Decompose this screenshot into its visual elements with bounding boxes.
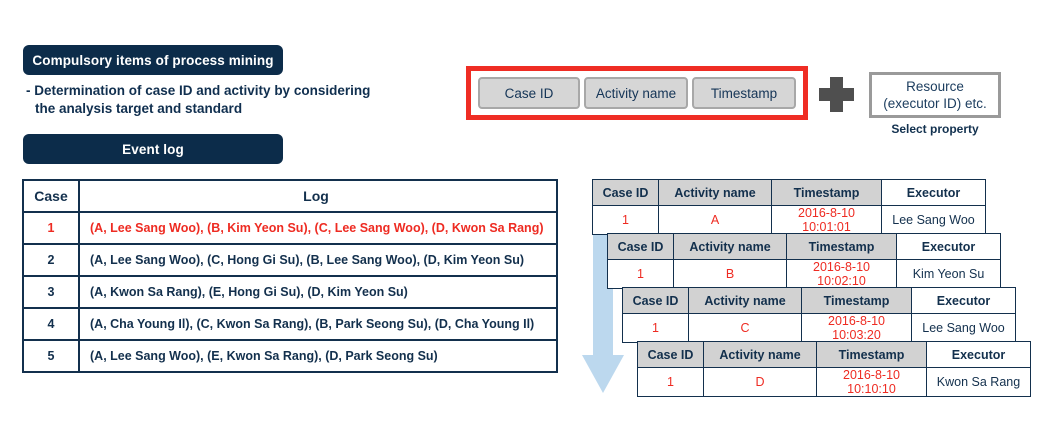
event-log-table: Case Log 1 (A, Lee Sang Woo), (B, Kim Ye…: [22, 179, 558, 373]
header-executor: Executor: [896, 233, 1001, 260]
header-timestamp: Timestamp: [771, 179, 882, 206]
table-row[interactable]: 1 D 2016-8-10 10:10:10 Kwon Sa Rang: [637, 367, 1031, 397]
event-log-header-row: Case Log: [22, 179, 558, 213]
flow-down-arrow-icon: [582, 218, 624, 393]
table-row[interactable]: 1 B 2016-8-10 10:02:10 Kim Yeon Su: [607, 259, 1001, 289]
cell-case-id: 1: [622, 313, 689, 343]
table-row[interactable]: 3 (A, Kwon Sa Rang), (E, Hong Gi Su), (D…: [22, 275, 558, 309]
chip-activity-name-label: Activity name: [595, 85, 677, 101]
event-record-header-row: Case ID Activity name Timestamp Executor: [607, 233, 1001, 260]
table-row[interactable]: 5 (A, Lee Sang Woo), (E, Kwon Sa Rang), …: [22, 339, 558, 373]
header-timestamp: Timestamp: [801, 287, 912, 314]
table-row[interactable]: 2 (A, Lee Sang Woo), (C, Hong Gi Su), (B…: [22, 243, 558, 277]
header-case-id: Case ID: [592, 179, 659, 206]
header-timestamp: Timestamp: [816, 341, 927, 368]
cell-executor: Kwon Sa Rang: [926, 367, 1031, 397]
banner-event-log: Event log: [23, 134, 283, 164]
event-record-table-1: Case ID Activity name Timestamp Executor…: [592, 179, 986, 235]
chip-timestamp[interactable]: Timestamp: [692, 77, 796, 109]
plus-icon-vertical-bar: [830, 77, 843, 112]
header-activity: Activity name: [703, 341, 817, 368]
resource-box-line-1: Resource: [906, 79, 964, 94]
cell-executor: Lee Sang Woo: [911, 313, 1016, 343]
event-log-case-cell: 3: [22, 275, 80, 309]
event-log-case-cell: 5: [22, 339, 80, 373]
event-log-case-cell: 2: [22, 243, 80, 277]
cell-activity: A: [658, 205, 772, 235]
header-case-id: Case ID: [637, 341, 704, 368]
event-log-case-cell: 1: [22, 211, 80, 245]
chip-activity-name[interactable]: Activity name: [584, 77, 688, 109]
header-activity: Activity name: [658, 179, 772, 206]
event-log-header-case: Case: [22, 179, 80, 213]
table-row[interactable]: 1 (A, Lee Sang Woo), (B, Kim Yeon Su), (…: [22, 211, 558, 245]
header-case-id: Case ID: [607, 233, 674, 260]
cell-activity: D: [703, 367, 817, 397]
header-activity: Activity name: [688, 287, 802, 314]
bullet-line-1: - Determination of case ID and activity …: [26, 83, 371, 98]
table-row[interactable]: 1 A 2016-8-10 10:01:01 Lee Sang Woo: [592, 205, 986, 235]
header-executor: Executor: [911, 287, 1016, 314]
event-record-header-row: Case ID Activity name Timestamp Executor: [592, 179, 986, 206]
cell-activity: C: [688, 313, 802, 343]
cell-timestamp: 2016-8-10 10:02:10: [786, 259, 897, 289]
chip-timestamp-label: Timestamp: [710, 85, 778, 101]
table-row[interactable]: 1 C 2016-8-10 10:03:20 Lee Sang Woo: [622, 313, 1016, 343]
banner-compulsory-items: Compulsory items of process mining: [23, 45, 283, 75]
cell-activity: B: [673, 259, 787, 289]
table-row[interactable]: 4 (A, Cha Young Il), (C, Kwon Sa Rang), …: [22, 307, 558, 341]
banner-event-log-label: Event log: [122, 141, 184, 157]
plus-icon: [819, 77, 854, 112]
header-executor: Executor: [881, 179, 986, 206]
event-log-log-cell: (A, Lee Sang Woo), (E, Kwon Sa Rang), (D…: [78, 339, 558, 373]
header-case-id: Case ID: [622, 287, 689, 314]
event-log-log-cell: (A, Kwon Sa Rang), (E, Hong Gi Su), (D, …: [78, 275, 558, 309]
resource-box-line-2: (executor ID) etc.: [883, 96, 987, 111]
event-log-log-cell: (A, Cha Young Il), (C, Kwon Sa Rang), (B…: [78, 307, 558, 341]
cell-case-id: 1: [607, 259, 674, 289]
required-properties-box: Case ID Activity name Timestamp: [466, 66, 808, 120]
event-record-table-2: Case ID Activity name Timestamp Executor…: [607, 233, 1001, 289]
select-property-caption: Select property: [891, 122, 979, 136]
cell-timestamp: 2016-8-10 10:03:20: [801, 313, 912, 343]
bullet-description: - Determination of case ID and activity …: [26, 82, 446, 118]
header-activity: Activity name: [673, 233, 787, 260]
event-record-table-4: Case ID Activity name Timestamp Executor…: [637, 341, 1031, 397]
cell-timestamp: 2016-8-10 10:01:01: [771, 205, 882, 235]
cell-timestamp: 2016-8-10 10:10:10: [816, 367, 927, 397]
event-log-case-cell: 4: [22, 307, 80, 341]
event-log-log-cell: (A, Lee Sang Woo), (B, Kim Yeon Su), (C,…: [78, 211, 558, 245]
event-log-header-log: Log: [78, 179, 558, 213]
event-record-header-row: Case ID Activity name Timestamp Executor: [622, 287, 1016, 314]
banner-compulsory-label: Compulsory items of process mining: [32, 52, 274, 68]
cell-case-id: 1: [592, 205, 659, 235]
cell-executor: Kim Yeon Su: [896, 259, 1001, 289]
cell-case-id: 1: [637, 367, 704, 397]
event-log-log-cell: (A, Lee Sang Woo), (C, Hong Gi Su), (B, …: [78, 243, 558, 277]
resource-property-box[interactable]: Resource (executor ID) etc.: [869, 72, 1001, 118]
event-record-header-row: Case ID Activity name Timestamp Executor: [637, 341, 1031, 368]
event-record-table-3: Case ID Activity name Timestamp Executor…: [622, 287, 1016, 343]
bullet-line-2: the analysis target and standard: [35, 101, 243, 116]
cell-executor: Lee Sang Woo: [881, 205, 986, 235]
header-executor: Executor: [926, 341, 1031, 368]
header-timestamp: Timestamp: [786, 233, 897, 260]
chip-case-id-label: Case ID: [504, 85, 554, 101]
chip-case-id[interactable]: Case ID: [478, 77, 580, 109]
